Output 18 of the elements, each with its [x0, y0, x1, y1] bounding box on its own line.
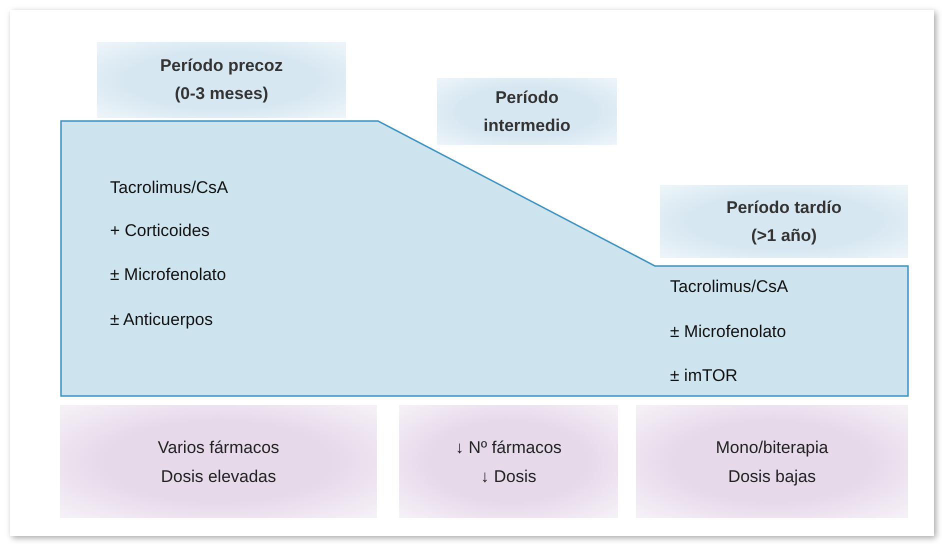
dosage-note: ↓ Dosis	[480, 466, 536, 488]
drug-item: ± Microfenolato	[110, 265, 226, 285]
period-heading: (>1 año)	[751, 224, 817, 246]
dosage-note: Mono/biterapia	[716, 436, 828, 458]
drug-item: Tacrolimus/CsA	[670, 277, 788, 297]
drug-item: ± Anticuerpos	[110, 310, 213, 330]
dosage-note: ↓ Nº fármacos	[455, 436, 562, 458]
period-heading: Período intermedio	[482, 86, 572, 136]
dosage-note: Dosis elevadas	[160, 466, 276, 488]
dosage-note: Dosis bajas	[728, 466, 816, 488]
drug-item: Tacrolimus/CsA	[110, 178, 228, 198]
dosage-note: Varios fármacos	[158, 436, 280, 458]
drug-item: ± Microfenolato	[670, 322, 786, 342]
period-heading: Período tardío	[726, 196, 842, 218]
period-heading: Período precoz	[160, 55, 283, 77]
drug-item: ± imTOR	[670, 366, 738, 386]
period-heading: (0-3 meses)	[174, 83, 268, 105]
drug-item: + Corticoides	[110, 221, 210, 241]
